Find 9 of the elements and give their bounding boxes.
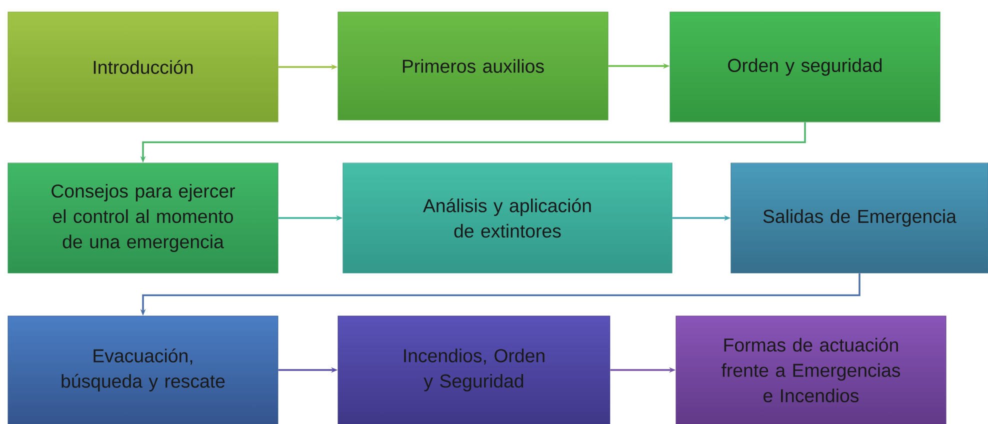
process-box: Introducción xyxy=(8,12,278,122)
process-box: Primeros auxilios xyxy=(338,12,608,120)
process-box: Incendios, Orden y Seguridad xyxy=(338,316,610,424)
process-box: Análisis y aplicación de extintores xyxy=(342,162,672,274)
process-box: Consejos para ejercer el control al momento de una emergencia xyxy=(8,162,278,274)
process-box: Orden y seguridad xyxy=(670,12,940,122)
process-box: Salidas de Emergencia xyxy=(730,162,988,274)
process-box: Evacuación, búsqueda y rescate xyxy=(8,316,278,424)
process-box: Formas de actuación frente a Emergencias e Incendios xyxy=(676,316,946,424)
